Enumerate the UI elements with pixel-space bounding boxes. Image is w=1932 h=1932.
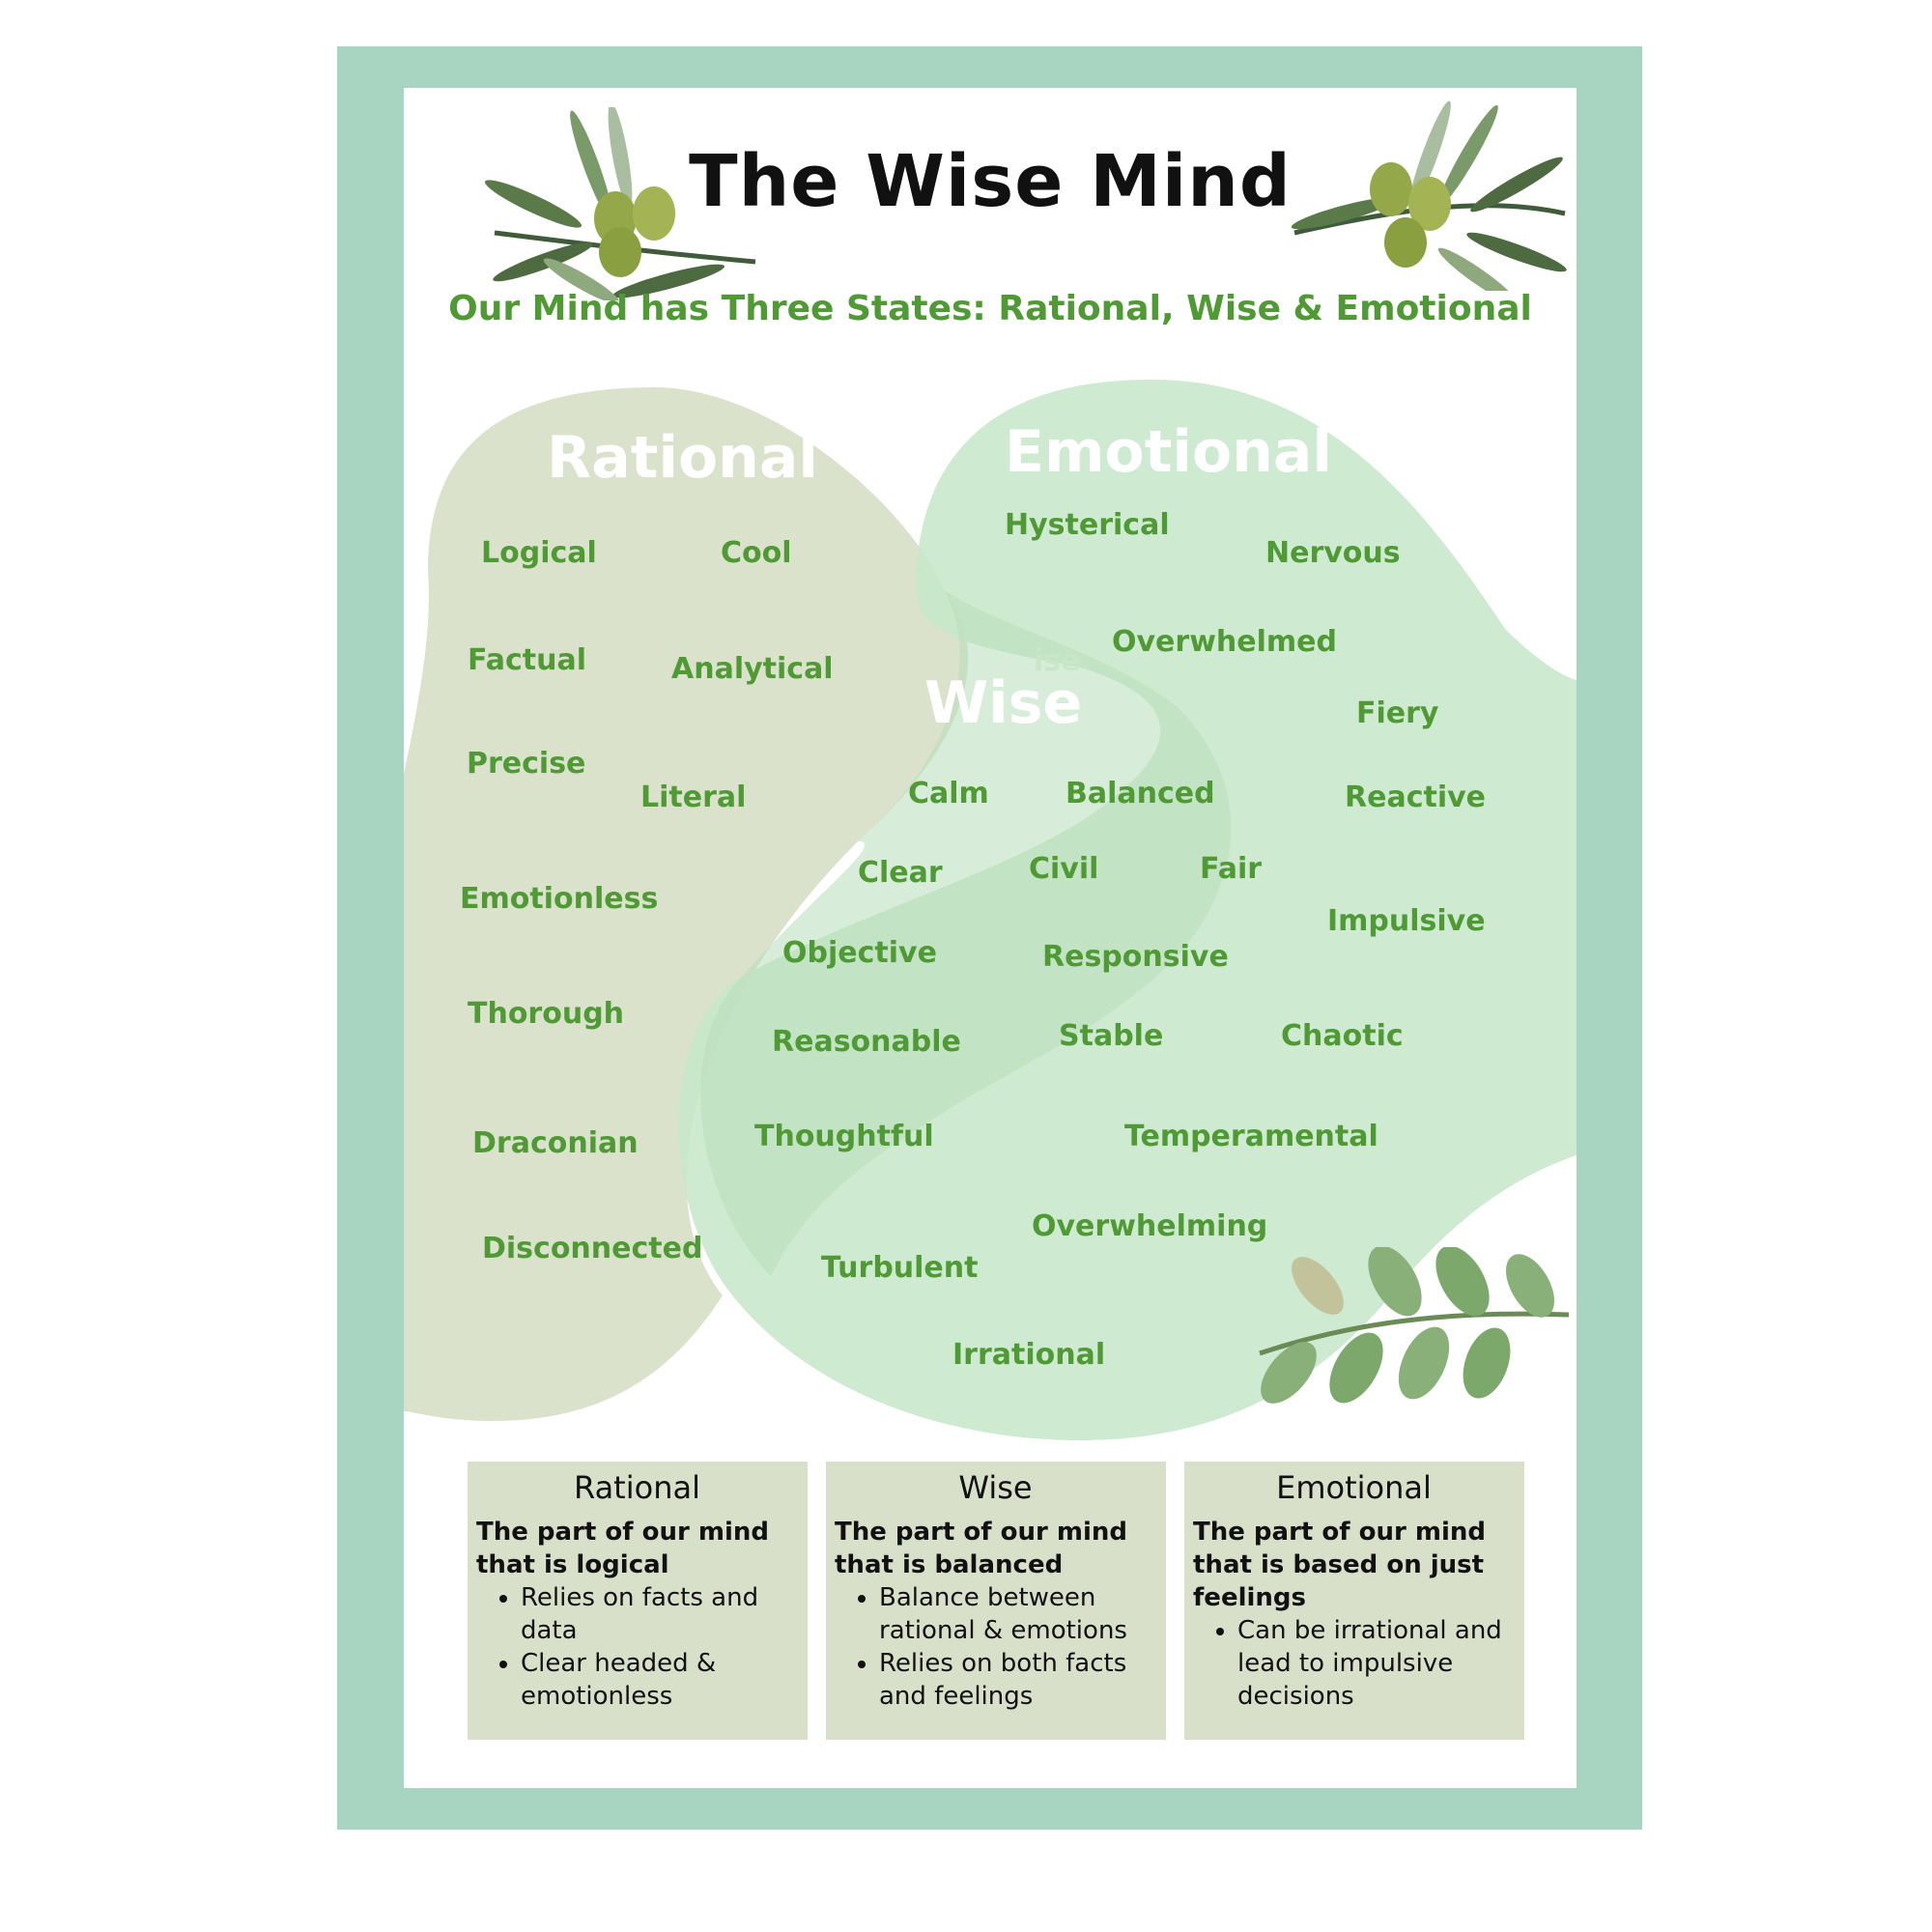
poster-subtitle: Our Mind has Three States: Rational, Wis… [448, 289, 1532, 328]
word-literal: Literal [640, 781, 747, 814]
word-stable: Stable [1059, 1019, 1164, 1053]
card-title: Rational [574, 1469, 700, 1506]
word-thorough: Thorough [468, 997, 625, 1031]
word-logical: Logical [481, 536, 597, 570]
word-nervous: Nervous [1265, 536, 1401, 570]
word-clear: Clear [858, 856, 943, 890]
word-balanced: Balanced [1065, 777, 1215, 810]
word-irrational: Irrational [952, 1338, 1106, 1372]
venn-diagram [404, 379, 1577, 1440]
word-objective: Objective [782, 936, 937, 970]
word-precise: Precise [467, 747, 586, 781]
card-lead: The part of our mind that is based on ju… [1193, 1518, 1486, 1612]
wise-region [700, 590, 1232, 1276]
card-lead: The part of our mind that is logical [476, 1518, 769, 1579]
card-bullet: Relies on facts and data [521, 1581, 798, 1647]
poster-paper: The Wise Mind Our Mind has Three States:… [404, 88, 1577, 1788]
wise-definition-card: Wise The part of our mind that is balanc… [826, 1462, 1166, 1740]
word-civil: Civil [1029, 852, 1099, 886]
word-disconnected: Disconnected [482, 1232, 703, 1265]
word-overwhelming: Overwhelming [1032, 1209, 1268, 1243]
word-emotionless: Emotionless [460, 882, 659, 916]
word-chaotic: Chaotic [1281, 1019, 1404, 1053]
word-thoughtful: Thoughtful [754, 1120, 934, 1153]
olive-branch-icon [485, 107, 756, 300]
wise-region-title: Wise [924, 669, 1083, 737]
word-factual: Factual [468, 643, 586, 677]
word-reasonable: Reasonable [772, 1025, 961, 1059]
word-calm: Calm [908, 777, 989, 810]
word-temperamental: Temperamental [1124, 1120, 1378, 1153]
rational-definition-card: Rational The part of our mind that is lo… [468, 1462, 808, 1740]
word-fair: Fair [1200, 852, 1263, 886]
rational-region-title: Rational [547, 424, 818, 492]
card-title: Wise [958, 1469, 1033, 1506]
card-bullet: Clear headed & emotionless [521, 1647, 798, 1713]
emotional-region-title: Emotional [1005, 418, 1332, 486]
card-bullet-list: Relies on facts and data Clear headed & … [476, 1581, 798, 1713]
wise-echo-label: ise [1034, 644, 1081, 678]
word-cool: Cool [721, 536, 792, 570]
word-analytical: Analytical [671, 652, 834, 686]
word-hysterical: Hysterical [1005, 508, 1170, 542]
word-responsive: Responsive [1042, 940, 1229, 974]
word-turbulent: Turbulent [821, 1251, 979, 1285]
leaf-sprig-icon [1259, 1247, 1570, 1404]
word-overwhelmed: Overwhelmed [1112, 625, 1337, 659]
card-bullet: Can be irrational and lead to impulsive … [1237, 1614, 1515, 1713]
card-bullet: Relies on both facts and feelings [879, 1647, 1156, 1713]
card-bullet-list: Balance between rational & emotions Reli… [835, 1581, 1156, 1713]
card-bullet-list: Can be irrational and lead to impulsive … [1193, 1614, 1515, 1713]
olive-branch-icon [1291, 100, 1567, 291]
rational-region [404, 387, 969, 1421]
word-impulsive: Impulsive [1327, 904, 1486, 938]
word-fiery: Fiery [1356, 696, 1439, 730]
word-draconian: Draconian [472, 1126, 639, 1160]
card-lead: The part of our mind that is balanced [835, 1518, 1127, 1579]
poster-title: The Wise Mind [689, 140, 1292, 223]
card-bullet: Balance between rational & emotions [879, 1581, 1156, 1647]
word-reactive: Reactive [1345, 781, 1487, 814]
emotional-definition-card: Emotional The part of our mind that is b… [1184, 1462, 1524, 1740]
card-title: Emotional [1276, 1469, 1432, 1506]
